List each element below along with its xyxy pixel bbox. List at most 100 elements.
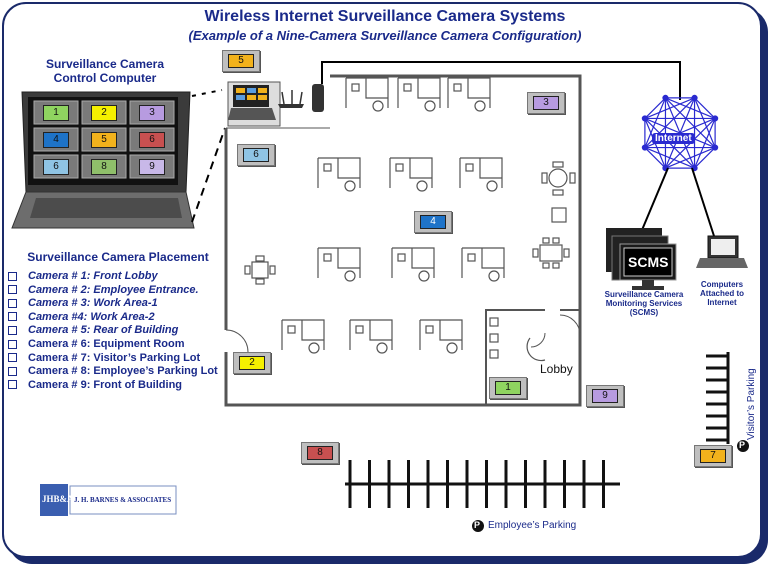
camera-8[interactable]: 8 <box>301 442 339 464</box>
cubicle <box>419 319 463 350</box>
checkbox-icon <box>8 285 17 295</box>
cubicle <box>349 319 393 350</box>
camera-3[interactable]: 3 <box>527 92 565 114</box>
visitor-parking-icon: P <box>739 440 746 450</box>
chair <box>465 163 474 172</box>
cubicle <box>281 319 325 350</box>
mesh-node <box>712 144 719 151</box>
checkbox-icon <box>8 271 17 281</box>
mesh-link <box>694 97 716 119</box>
mesh-node <box>691 94 698 101</box>
checkbox-icon <box>8 353 17 363</box>
monitor-tile-label: 6 <box>139 132 165 148</box>
building-floorplan <box>224 74 582 407</box>
monitor-tile-label: 2 <box>91 105 117 121</box>
camera-7[interactable]: 7 <box>694 445 732 467</box>
list-item: Camera # 2: Employee Entrance. <box>8 284 218 298</box>
list-item: Camera # 8: Employee’s Parking Lot <box>8 365 218 379</box>
visitor-parking-lot <box>706 352 730 444</box>
monitor-tile-label: 4 <box>43 132 69 148</box>
chair <box>323 163 332 172</box>
monitor-tile-label: 9 <box>139 159 165 175</box>
chair <box>287 325 296 334</box>
chair <box>397 253 406 262</box>
list-item: Camera # 3: Work Area-1 <box>8 297 218 311</box>
chair <box>467 253 476 262</box>
lobby-label: Lobby <box>540 362 573 376</box>
list-item: Camera # 6: Equipment Room <box>8 338 218 352</box>
logo-initials: JHB&A <box>42 494 74 504</box>
checkbox-icon <box>8 380 17 390</box>
internet-computer-icon <box>696 235 748 268</box>
chair <box>376 342 388 354</box>
monitor-tile-label: 5 <box>91 132 117 148</box>
camera-2[interactable]: 2 <box>233 352 271 374</box>
cubicle <box>461 247 505 278</box>
checkbox-icon <box>8 312 17 322</box>
chair <box>425 325 434 334</box>
mesh-link <box>644 97 667 148</box>
diagram-title: Wireless Internet Surveillance Camera Sy… <box>204 8 566 25</box>
monitor-tile-label: 6 <box>43 159 69 175</box>
scms-screen-text: SCMS <box>628 254 669 270</box>
camera-6[interactable]: 6 <box>237 144 275 166</box>
cubicle <box>345 77 389 108</box>
cubicle <box>317 157 361 188</box>
mesh-node <box>641 144 648 151</box>
internet-label: Internet <box>652 133 695 144</box>
checkbox-icon <box>8 366 17 376</box>
mesh-link <box>644 97 695 120</box>
monitor-tile-label: 3 <box>139 105 165 121</box>
mesh-link <box>665 97 716 120</box>
employee-parking-label: Employee’s Parking <box>488 520 577 531</box>
computers-label: Computers Attached to Internet <box>700 280 744 307</box>
chair <box>446 342 458 354</box>
diagram-subtitle: (Example of a Nine-Camera Surveillance C… <box>188 28 582 43</box>
chair <box>416 180 428 192</box>
chair <box>351 83 360 92</box>
employee-parking-lot <box>345 460 620 508</box>
list-item: Camera #4: Work Area-2 <box>8 311 218 325</box>
cubicle <box>397 77 441 108</box>
mesh-link <box>693 118 716 169</box>
camera-5[interactable]: 5 <box>222 50 260 72</box>
chair <box>355 325 364 334</box>
chair <box>372 100 384 112</box>
chair <box>474 100 486 112</box>
chair <box>403 83 412 92</box>
mesh-node <box>662 94 669 101</box>
control-computer-label: Surveillance Camera Control Computer <box>45 57 165 85</box>
chair <box>418 270 430 282</box>
scms-label: Surveillance Camera Monitoring Services … <box>604 290 684 317</box>
chair <box>486 180 498 192</box>
placement-heading: Surveillance Camera Placement <box>27 250 209 264</box>
mesh-link <box>644 97 666 119</box>
chair <box>344 270 356 282</box>
cubicle <box>317 247 361 278</box>
logo-name: J. H. BARNES & ASSOCIATES <box>74 496 172 504</box>
list-item: Camera # 1: Front Lobby <box>8 270 218 284</box>
chair <box>323 253 332 262</box>
monitor-tile-label: 8 <box>91 159 117 175</box>
chair <box>308 342 320 354</box>
chair <box>344 180 356 192</box>
placement-list: Camera # 1: Front Lobby Camera # 2: Empl… <box>8 270 218 392</box>
checkbox-icon <box>8 298 17 308</box>
chair <box>453 83 462 92</box>
cubicle <box>459 157 503 188</box>
mesh-link <box>644 147 666 169</box>
list-item: Camera # 7: Visitor’s Parking Lot <box>8 352 218 366</box>
checkbox-icon <box>8 325 17 335</box>
mesh-link <box>694 147 716 169</box>
list-item: Camera # 9: Front of Building <box>8 379 218 393</box>
camera-9[interactable]: 9 <box>586 385 624 407</box>
visitor-parking-label: Visitor’s Parking <box>746 368 757 440</box>
cubicle <box>447 77 491 108</box>
monitor-tile-label: 1 <box>43 105 69 121</box>
scms-monitor-icon <box>606 228 677 290</box>
chair <box>395 163 404 172</box>
checkbox-icon <box>8 339 17 349</box>
camera-1[interactable]: 1 <box>489 377 527 399</box>
camera-4[interactable]: 4 <box>414 211 452 233</box>
chair <box>424 100 436 112</box>
